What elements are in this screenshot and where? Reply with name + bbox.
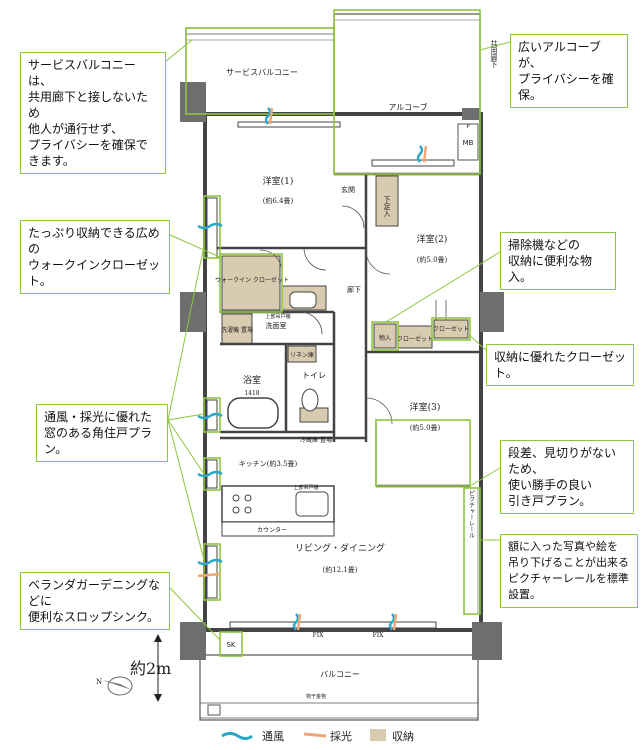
closet2-label: クローゼット — [433, 325, 469, 333]
entrance-label: 玄関 — [341, 185, 355, 194]
storage-legend-label: 収納 — [392, 730, 414, 743]
callout-sliding: 段差、見切りがないため、 使い勝手の良い 引き戸プラン。 — [500, 440, 634, 514]
balcony-label: バルコニー — [320, 670, 360, 679]
walk-in-closet-label: ウォークイン クローゼット — [215, 276, 289, 284]
ventilation-legend-icon — [221, 732, 253, 740]
callout-storage: 掃除機などの 収納に便利な物入。 — [500, 232, 616, 290]
washroom-label: 洗面室 — [266, 321, 287, 330]
corridor-label: 廊下 — [347, 285, 361, 294]
handrail-label: 物干金物 — [306, 693, 326, 700]
outer-wall — [203, 112, 483, 632]
western3-name: 洋室(3) — [410, 401, 441, 413]
western3-size: (約5.0畳) — [410, 423, 441, 432]
picture-rail-label: ピクチャーレール — [468, 490, 475, 538]
laundry-label: 洗濯機 置場 — [221, 326, 253, 334]
north-label: N — [96, 678, 102, 686]
mb-label: MB — [463, 139, 474, 147]
sk-label: SK — [226, 641, 235, 649]
callout-alcove: 広いアルコーブが、 プライバシーを確保。 — [510, 34, 628, 108]
alcove-label: アルコーブ — [388, 102, 427, 112]
storage-label: 物入 — [379, 334, 391, 342]
western2-size: (約5.0畳) — [417, 255, 448, 264]
upper-cabinet-label: 上部吊戸棚 — [293, 484, 318, 491]
walk-in-closet-fill — [221, 255, 281, 311]
counter-label: カウンター — [257, 526, 287, 534]
ventilation-legend-label: 通風 — [262, 730, 284, 743]
bathtub — [227, 397, 279, 429]
western1-name: 洋室(1) — [263, 175, 294, 187]
dimension-label: 約2m — [130, 659, 171, 678]
bath-size: 1418 — [244, 390, 259, 397]
closet2-fill — [433, 319, 469, 339]
storage-fill — [373, 323, 397, 349]
kitchen-label: キッチン(約3.5畳) — [239, 459, 298, 468]
mb-box — [457, 123, 479, 161]
callout-closet: 収納に優れたクローゼット。 — [486, 344, 634, 386]
callout-corner: 通風・採光に優れた 窓のある角住戸プラン。 — [36, 404, 168, 462]
fix1-label: FIX — [313, 632, 325, 639]
shared-corridor-label: 共用廊下 — [490, 39, 498, 69]
fix2-label: FIX — [373, 632, 385, 639]
shoe-storage-fill — [375, 175, 399, 227]
linen-label: リネン庫 — [290, 351, 314, 359]
daylight-legend-icon — [303, 732, 327, 738]
shoe-storage-label: 下足入 — [383, 196, 391, 217]
toilet-label: トイレ — [302, 371, 326, 380]
living-size: (約12.1畳) — [322, 565, 357, 574]
callout-sink: ベランダガーデニングなどに 便利なスロップシンク。 — [20, 572, 170, 630]
upper-shelf-label: 上部吊戸棚 — [265, 313, 290, 320]
p-mark-label: P — [466, 124, 469, 130]
balcony-area — [199, 654, 479, 721]
daylight-legend-label: 採光 — [330, 729, 352, 743]
western1-size: (約6.4畳) — [263, 196, 294, 205]
closet-label: クローゼット — [397, 335, 433, 343]
callout-walk-in: たっぷり収納できる広めの ウォークインクローゼット。 — [20, 220, 170, 294]
bath-name: 浴室 — [243, 374, 261, 386]
living-name: リビング・ダイニング — [295, 542, 385, 554]
service-balcony-label: サービスバルコニー — [226, 68, 298, 77]
callout-service-balcony: サービスバルコニーは、 共用廊下と接しないため 他人が通行せず、 プライバシーを… — [20, 52, 166, 174]
callout-rail: 額に入った写真や絵を 吊り下げることが出来る ピクチャーレールを標準設置。 — [500, 534, 638, 608]
storage-legend-swatch — [370, 729, 386, 741]
fridge-label: 冷蔵庫 置場 — [300, 436, 332, 444]
western2-name: 洋室(2) — [417, 233, 448, 245]
